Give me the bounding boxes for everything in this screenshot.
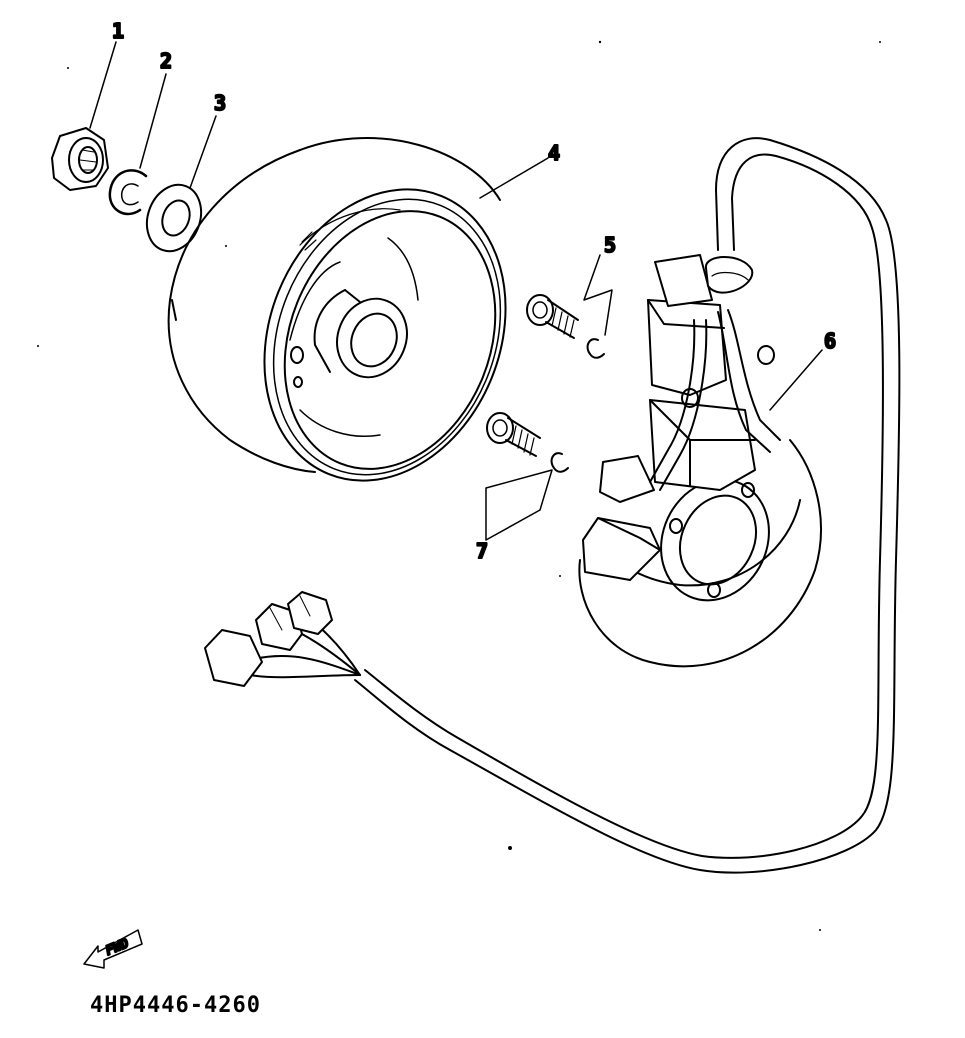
wire-harness	[204, 137, 901, 874]
flywheel-rotor-part	[167, 137, 507, 482]
callout-leaders	[89, 41, 823, 541]
screw-upper-part	[526, 294, 605, 359]
callout-1: 4	[548, 141, 560, 165]
nut-part	[51, 127, 109, 191]
plain-washer-part	[145, 183, 203, 253]
callout-4: 7	[476, 539, 488, 563]
lock-washer-part	[108, 169, 148, 216]
forward-arrow-icon: FWD	[83, 929, 143, 969]
stator-assembly-part	[578, 254, 822, 668]
callout-7: 1	[112, 19, 124, 43]
scan-specks	[37, 40, 881, 931]
callout-5: 3	[214, 91, 226, 115]
drawing-code: 4HP4446-4260	[90, 993, 261, 1018]
callout-6: 2	[160, 49, 172, 73]
callout-2: 6	[824, 329, 836, 353]
callout-3: 5	[604, 233, 616, 257]
screw-lower-part	[486, 412, 569, 473]
